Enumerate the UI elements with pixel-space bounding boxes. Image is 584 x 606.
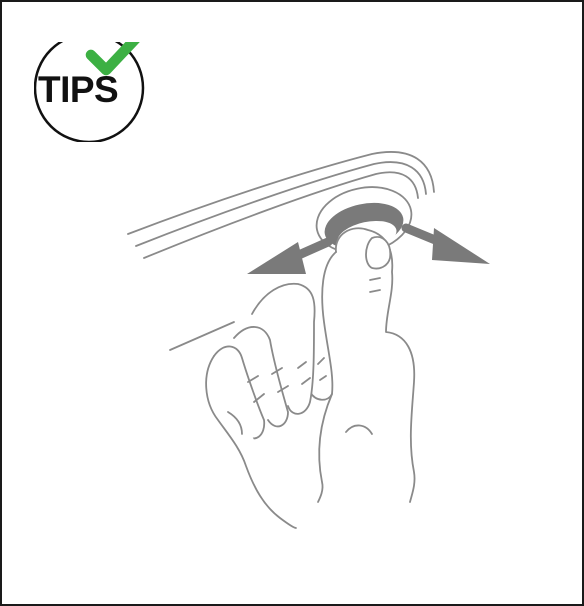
hand-outline — [206, 228, 414, 528]
rotate-right-arrow-icon — [406, 228, 490, 264]
rotate-left-arrow-icon — [247, 242, 328, 274]
